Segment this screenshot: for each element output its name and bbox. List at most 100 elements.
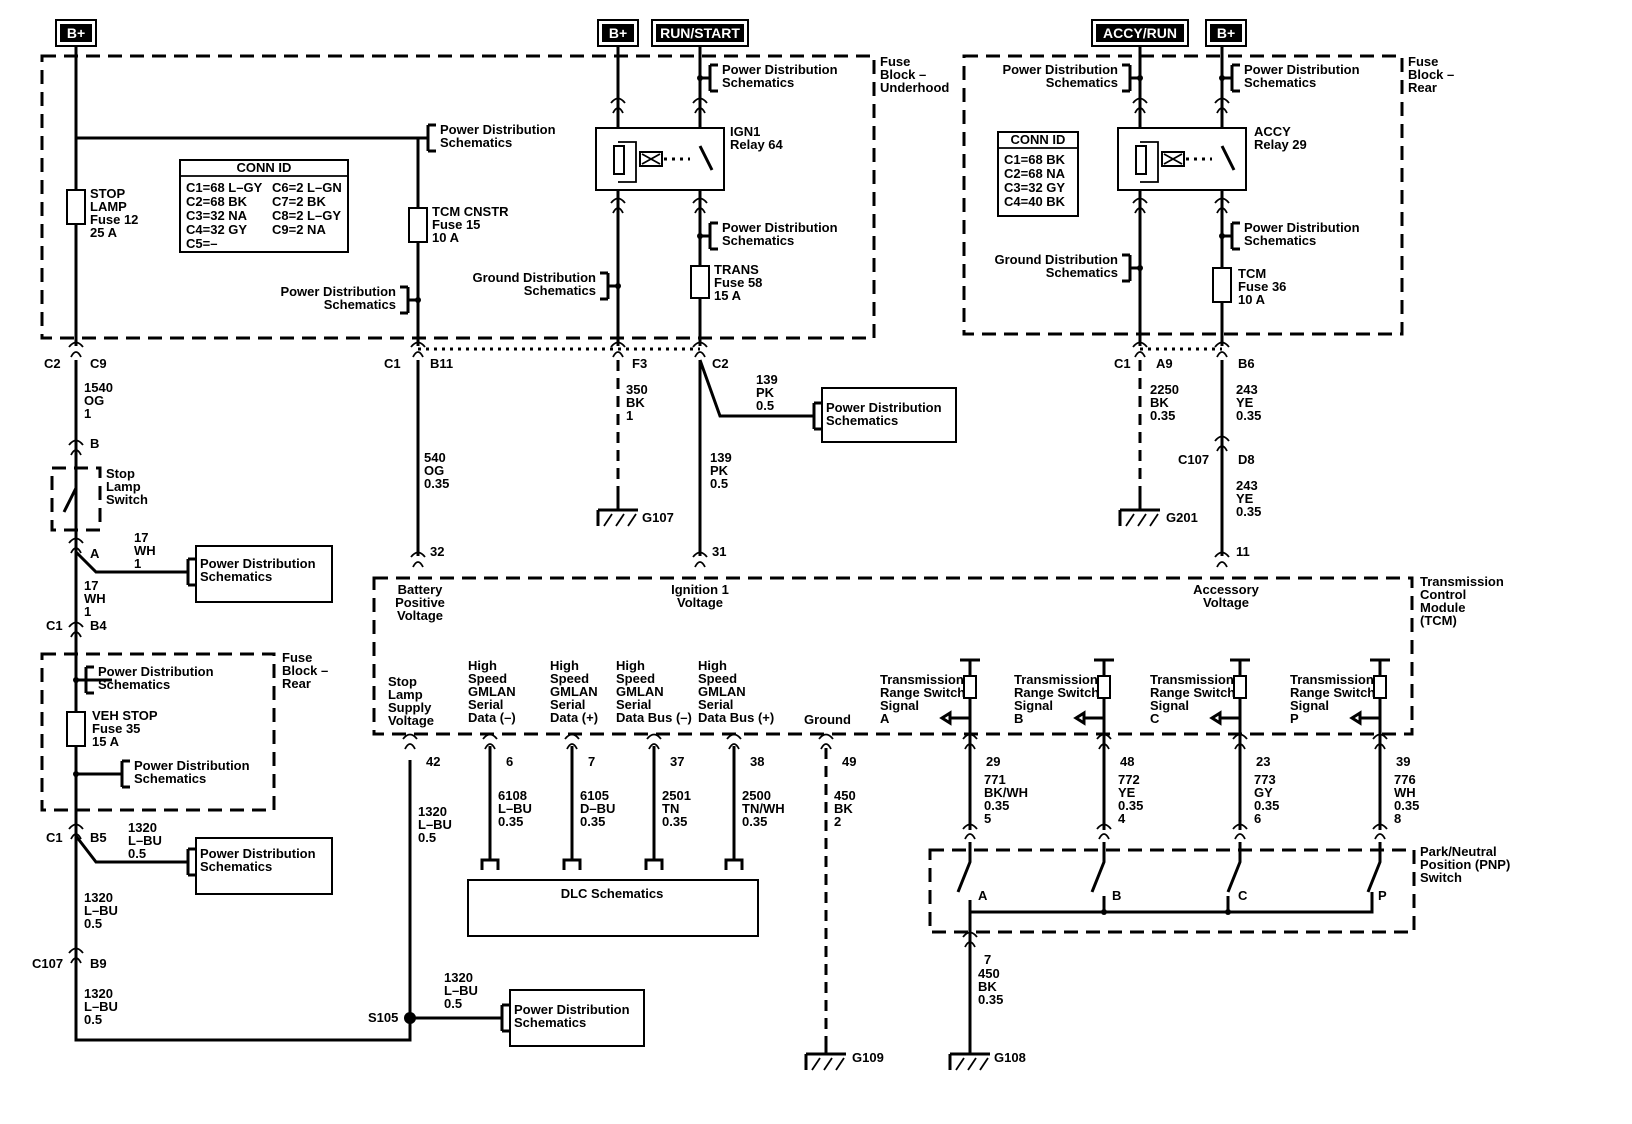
connector-label: C1: [384, 356, 401, 371]
connector-pin: [1134, 107, 1146, 114]
connector-label: C1: [46, 830, 63, 845]
connector-terminal: [962, 931, 978, 938]
power-dist-ref: Power Distribution: [200, 556, 316, 571]
wire-label: GY: [1254, 785, 1273, 800]
fuse-block-rear-lower: [40, 652, 276, 812]
connector-pin: [1234, 743, 1246, 750]
wire-label: 0.35: [978, 992, 1003, 1007]
connector-pin: [694, 351, 706, 358]
wire-label: 772: [1118, 772, 1140, 787]
wire-label: 0.35: [1150, 408, 1175, 423]
stop-lamp-fuse-label: STOP: [90, 186, 125, 201]
ground-dist-ref: Ground Distribution: [995, 252, 1119, 267]
accy-relay-label: ACCY: [1254, 124, 1291, 139]
tcm-fuse-label: TCM: [1238, 266, 1266, 281]
pin-label: 38: [750, 754, 764, 769]
connector-terminal: [1372, 733, 1388, 740]
connector-label: B11: [430, 356, 453, 371]
connector-terminal: [692, 197, 708, 204]
ground-label: G108: [994, 1050, 1026, 1065]
pnp-label: Switch: [1420, 870, 1462, 885]
tcm-fuse-label: Fuse 36: [1238, 279, 1286, 294]
wire-label: OG: [424, 463, 444, 478]
tcm-signal-label: Range Switch: [1150, 685, 1235, 700]
wire-label: WH: [134, 543, 156, 558]
wire-label: L–BU: [418, 817, 452, 832]
power-dist-ref-box: [509, 989, 645, 1047]
power-dist-ref-bracket: [418, 123, 436, 153]
accy-contact: [1220, 145, 1236, 171]
tcm-signal-label: High: [616, 658, 645, 673]
conn-id-entry: C6=2 L–GN: [272, 180, 342, 195]
wire-label: 0.35: [424, 476, 449, 491]
pin-label: 6: [506, 754, 513, 769]
connector-pin: [404, 743, 416, 750]
fuse-element: [66, 711, 86, 747]
connector-terminal: [410, 341, 426, 348]
fuse-block-rear-label: Block –: [1408, 67, 1454, 82]
conn-id-entry: C1=68 L–GY: [186, 180, 263, 195]
power-dist-ref-bracket: [1122, 63, 1140, 93]
fuse-block-rear-label: Rear: [1408, 80, 1437, 95]
ground-label: G109: [852, 1050, 884, 1065]
wire-label: 1320: [128, 820, 157, 835]
tcm-cnstr-fuse-label: 10 A: [432, 230, 460, 245]
connector-terminal: [1232, 823, 1248, 830]
wire-label: 139: [756, 372, 778, 387]
ground-hatch: [955, 1057, 989, 1071]
tcm-signal-label: Serial: [698, 697, 733, 712]
connector-label: C1: [46, 618, 63, 633]
connector-terminal: [402, 733, 418, 740]
power-dist-ref-box: [821, 387, 957, 443]
connector-terminal: [1214, 97, 1230, 104]
pnp-label: Park/Neutral: [1420, 844, 1497, 859]
wire-label: 0.35: [580, 814, 605, 829]
wire-label: 1: [134, 556, 141, 571]
trans-fuse-label: TRANS: [714, 262, 759, 277]
veh-stop-branch: [74, 835, 178, 864]
fuse-block-rear-label: Rear: [282, 676, 311, 691]
connector-terminal: [68, 621, 84, 628]
ground-hatch: [603, 513, 637, 527]
conn-id-entry: C3=32 NA: [186, 208, 248, 223]
connector-pin: [612, 351, 624, 358]
tcm-signal-label: Serial: [550, 697, 585, 712]
tcm-signal-label: Signal: [1150, 698, 1189, 713]
stop-lamp-fuse-label: LAMP: [90, 199, 127, 214]
tcm-signal-label: Transmission: [1290, 672, 1374, 687]
connector-label: B5: [90, 830, 107, 845]
power-dist-ref: Schematics: [98, 677, 170, 692]
pullup-resistor: [963, 675, 977, 699]
tcm-input-label: Voltage: [397, 608, 443, 623]
power-dist-ref: Schematics: [1244, 233, 1316, 248]
pin-label: 7: [588, 754, 595, 769]
connector-pin: [1234, 833, 1246, 840]
wire-label: OG: [84, 393, 104, 408]
power-dist-ref-bracket: [492, 1003, 510, 1033]
conn-id-entry: C4=40 BK: [1004, 194, 1066, 209]
connector-label: C9: [90, 356, 107, 371]
power-dist-ref-bracket: [1222, 221, 1240, 251]
wire-label: 0.35: [1254, 798, 1279, 813]
tcm-signal-label: Signal: [1014, 698, 1053, 713]
wire-label: L–BU: [84, 903, 118, 918]
battery-header-label: B+: [67, 25, 85, 41]
connector-terminal: [962, 733, 978, 740]
connector-terminal: [692, 97, 708, 104]
tcm-input-label: Battery: [398, 582, 444, 597]
wire-label: 773: [1254, 772, 1276, 787]
power-dist-ref: Schematics: [1046, 75, 1118, 90]
tcm-signal-label: Ground: [804, 712, 851, 727]
connector-terminal: [610, 197, 626, 204]
wire-label: 139: [710, 450, 732, 465]
power-dist-ref: Power Distribution: [1244, 62, 1360, 77]
wire-label: 450: [978, 966, 1000, 981]
wire-label: 0.5: [710, 476, 728, 491]
fuse-block-underhood-label: Underhood: [880, 80, 949, 95]
battery-header-2-label: B+: [609, 25, 627, 41]
connector-label: B6: [1238, 356, 1255, 371]
tcm-signal-label: B: [1014, 711, 1023, 726]
connector-terminal: [692, 551, 708, 558]
power-dist-ref: Schematics: [514, 1015, 586, 1030]
tcm-signal-label: Supply: [388, 700, 432, 715]
